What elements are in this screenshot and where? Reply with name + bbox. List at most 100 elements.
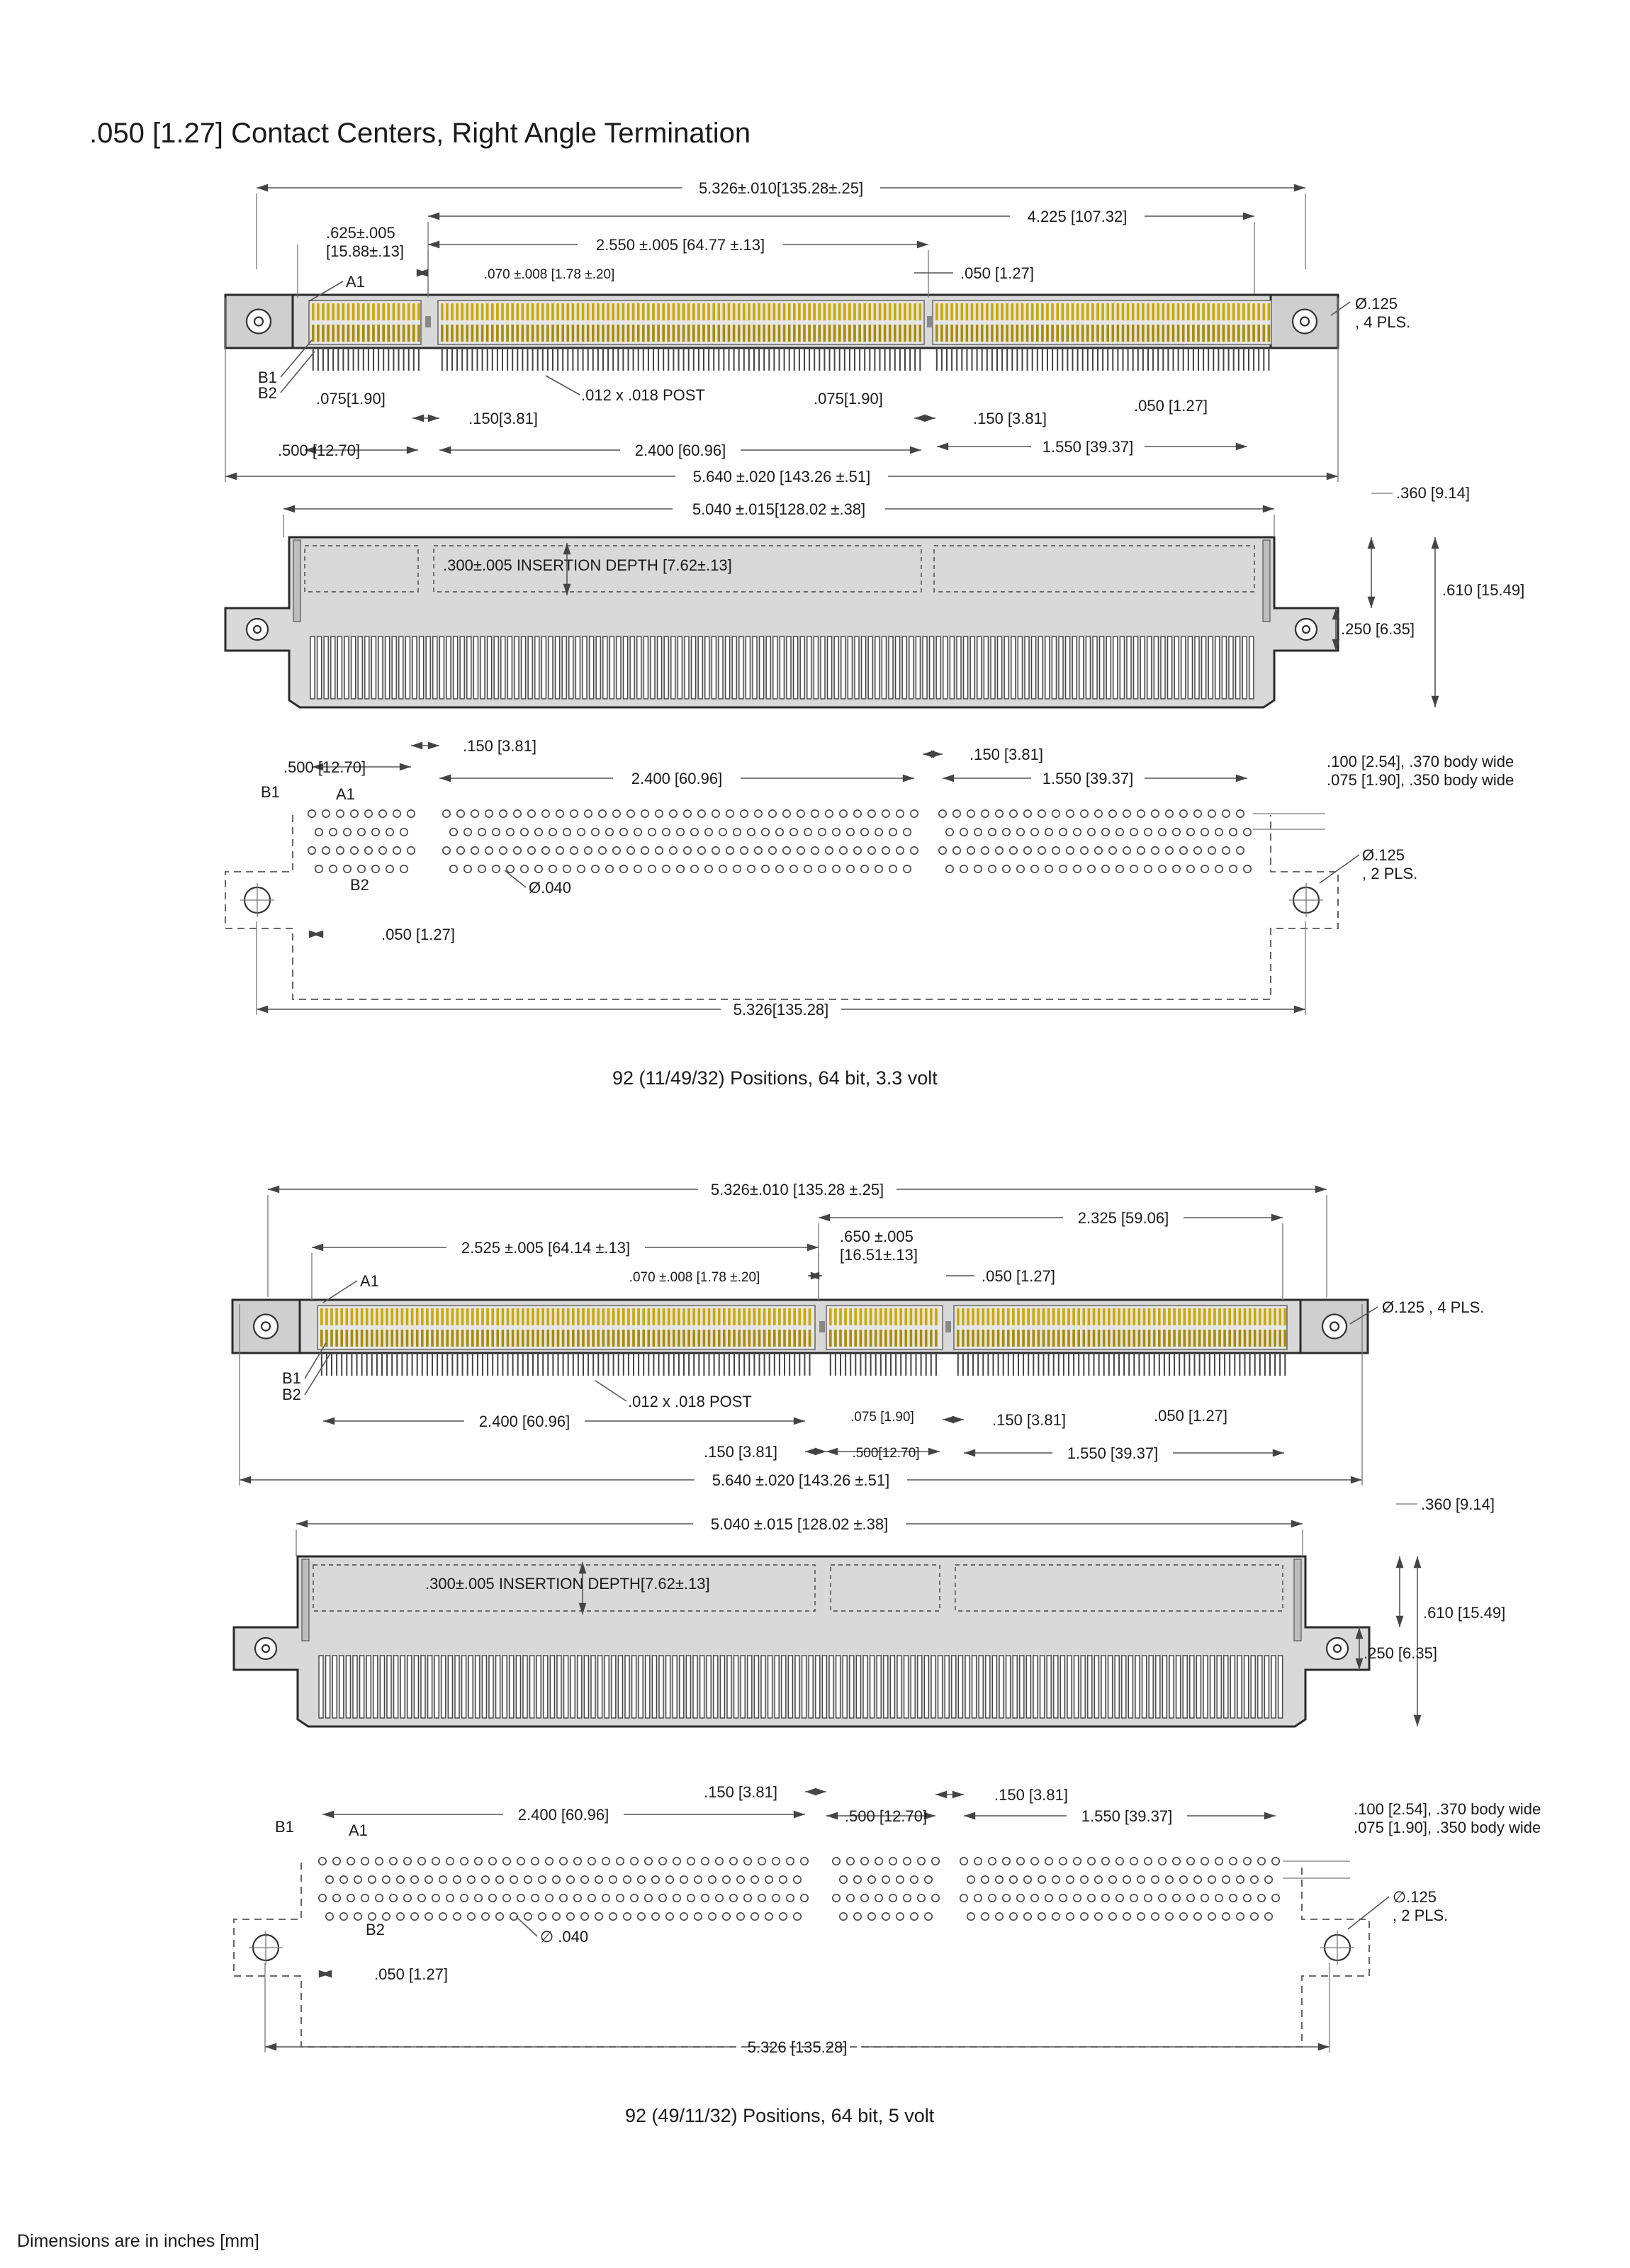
pcb-pad (1179, 809, 1188, 819)
contact-row-a (412, 303, 415, 320)
contact-row-b (833, 325, 836, 342)
contact-row-b (909, 1330, 913, 1347)
pcb-pad (1059, 1857, 1068, 1866)
contact-tail (616, 636, 622, 700)
contact-row-a (1082, 1308, 1086, 1325)
contact-row-a (996, 303, 999, 320)
contact-row-b (1062, 1330, 1065, 1347)
contact-row-b (793, 325, 796, 342)
contact-row-a (1116, 303, 1120, 320)
contact-row-b (1259, 1330, 1261, 1347)
pcb-pad (733, 828, 742, 837)
contact-tail (855, 1655, 862, 1719)
pcb-pad (1123, 809, 1132, 819)
dim-left-block-label: .500 [12.70] (278, 442, 360, 459)
contact-tail (629, 636, 635, 700)
contact-row-a (828, 303, 831, 320)
contact-row-a (778, 1308, 781, 1325)
pcb-pad (1201, 1894, 1210, 1903)
contact-row-b (337, 325, 340, 342)
contact-row-b (839, 1330, 842, 1347)
pcb-pad (1023, 809, 1033, 819)
contact-row-b (1269, 1330, 1271, 1347)
contact-row-b (471, 1330, 474, 1347)
contact-row-a (1032, 1308, 1035, 1325)
pcb-pad (459, 1857, 468, 1866)
contact-tail (792, 636, 799, 700)
pcb-pad (527, 809, 536, 819)
contact-row-b (682, 325, 685, 342)
post-size-label: .012 x .018 POST (581, 386, 705, 404)
contact-tail (841, 636, 846, 700)
fp-left-block-arrow (322, 1810, 335, 1819)
pcb-pad (1080, 846, 1089, 855)
contact-tail (556, 1655, 562, 1719)
contact-tail (1017, 636, 1023, 700)
dim-total-height: .610 [15.49] (1442, 581, 1524, 599)
contact-row-a (682, 1308, 685, 1325)
contact-row-a (996, 1308, 1000, 1325)
fp-gap-right-arrow (935, 1790, 948, 1799)
pcb-pad (1151, 1875, 1160, 1885)
pcb-pad (1108, 846, 1118, 855)
dim-total-height: .610 [15.49] (1423, 1604, 1505, 1622)
contact-row-b (511, 1330, 515, 1347)
contact-tail (923, 1655, 930, 1719)
contact-tail (1203, 1655, 1208, 1719)
contact-row-b (1128, 1330, 1130, 1347)
pcb-pad (1201, 828, 1210, 837)
pcb-pad (658, 1857, 667, 1866)
contact-row-a (863, 303, 866, 320)
contact-row-b (758, 325, 760, 342)
pcb-pad (765, 1912, 774, 1921)
contact-tail (1243, 1655, 1249, 1719)
pcb-pad (789, 865, 799, 874)
pcb-pad (797, 846, 806, 855)
contact-tail (412, 636, 417, 700)
contact-row-a (536, 1308, 539, 1325)
contact-tail (854, 636, 860, 700)
pcb-pad (445, 1894, 454, 1903)
contact-tail (583, 1655, 590, 1719)
pcb-pad (896, 809, 905, 819)
pcb-pad (782, 846, 792, 855)
pcb-pad (339, 1912, 348, 1921)
a1-leader (308, 281, 344, 302)
contact-row-b (712, 1330, 716, 1347)
contact-row-b (889, 1330, 892, 1347)
contact-row-b (803, 1330, 806, 1347)
contact-row-a (1087, 1308, 1091, 1325)
pcb-pad (364, 809, 373, 819)
dim-pitch-bottom: .050 [1.27] (1134, 397, 1208, 415)
contact-row-b (657, 1330, 661, 1347)
fp-label-b1: B1 (261, 783, 280, 801)
pcb-pad (867, 846, 877, 855)
contact-row-a (1056, 303, 1059, 320)
dim-right-span-arrow (1271, 1213, 1283, 1222)
contact-row-a (972, 1308, 974, 1325)
pcb-pad (566, 1912, 575, 1921)
pcb-pad (726, 846, 735, 855)
contact-row-a (1223, 1308, 1226, 1325)
contact-row-a (1113, 1308, 1115, 1325)
contact-tail (957, 1655, 964, 1719)
contact-row-b (828, 325, 831, 342)
contact-row-a (330, 1308, 333, 1325)
contact-row-b (496, 1330, 500, 1347)
contact-row-a (899, 303, 901, 320)
contact-row-a (1052, 1308, 1055, 1325)
contact-row-a (1173, 1308, 1176, 1325)
contact-row-a (631, 303, 635, 320)
contact-row-a (521, 303, 524, 320)
contact-tail (1132, 636, 1139, 700)
contact-row-b (551, 325, 554, 342)
contact-row-a (352, 303, 355, 320)
pcb-pad (399, 828, 408, 837)
pcb-pad (555, 846, 564, 855)
contact-row-a (788, 1308, 791, 1325)
contact-tail (488, 1655, 494, 1719)
dim-row-offset-mid: .075[1.90] (814, 390, 883, 408)
contact-row-a (1092, 1308, 1096, 1325)
contact-tail (903, 1655, 909, 1719)
contact-row-b (935, 325, 938, 342)
